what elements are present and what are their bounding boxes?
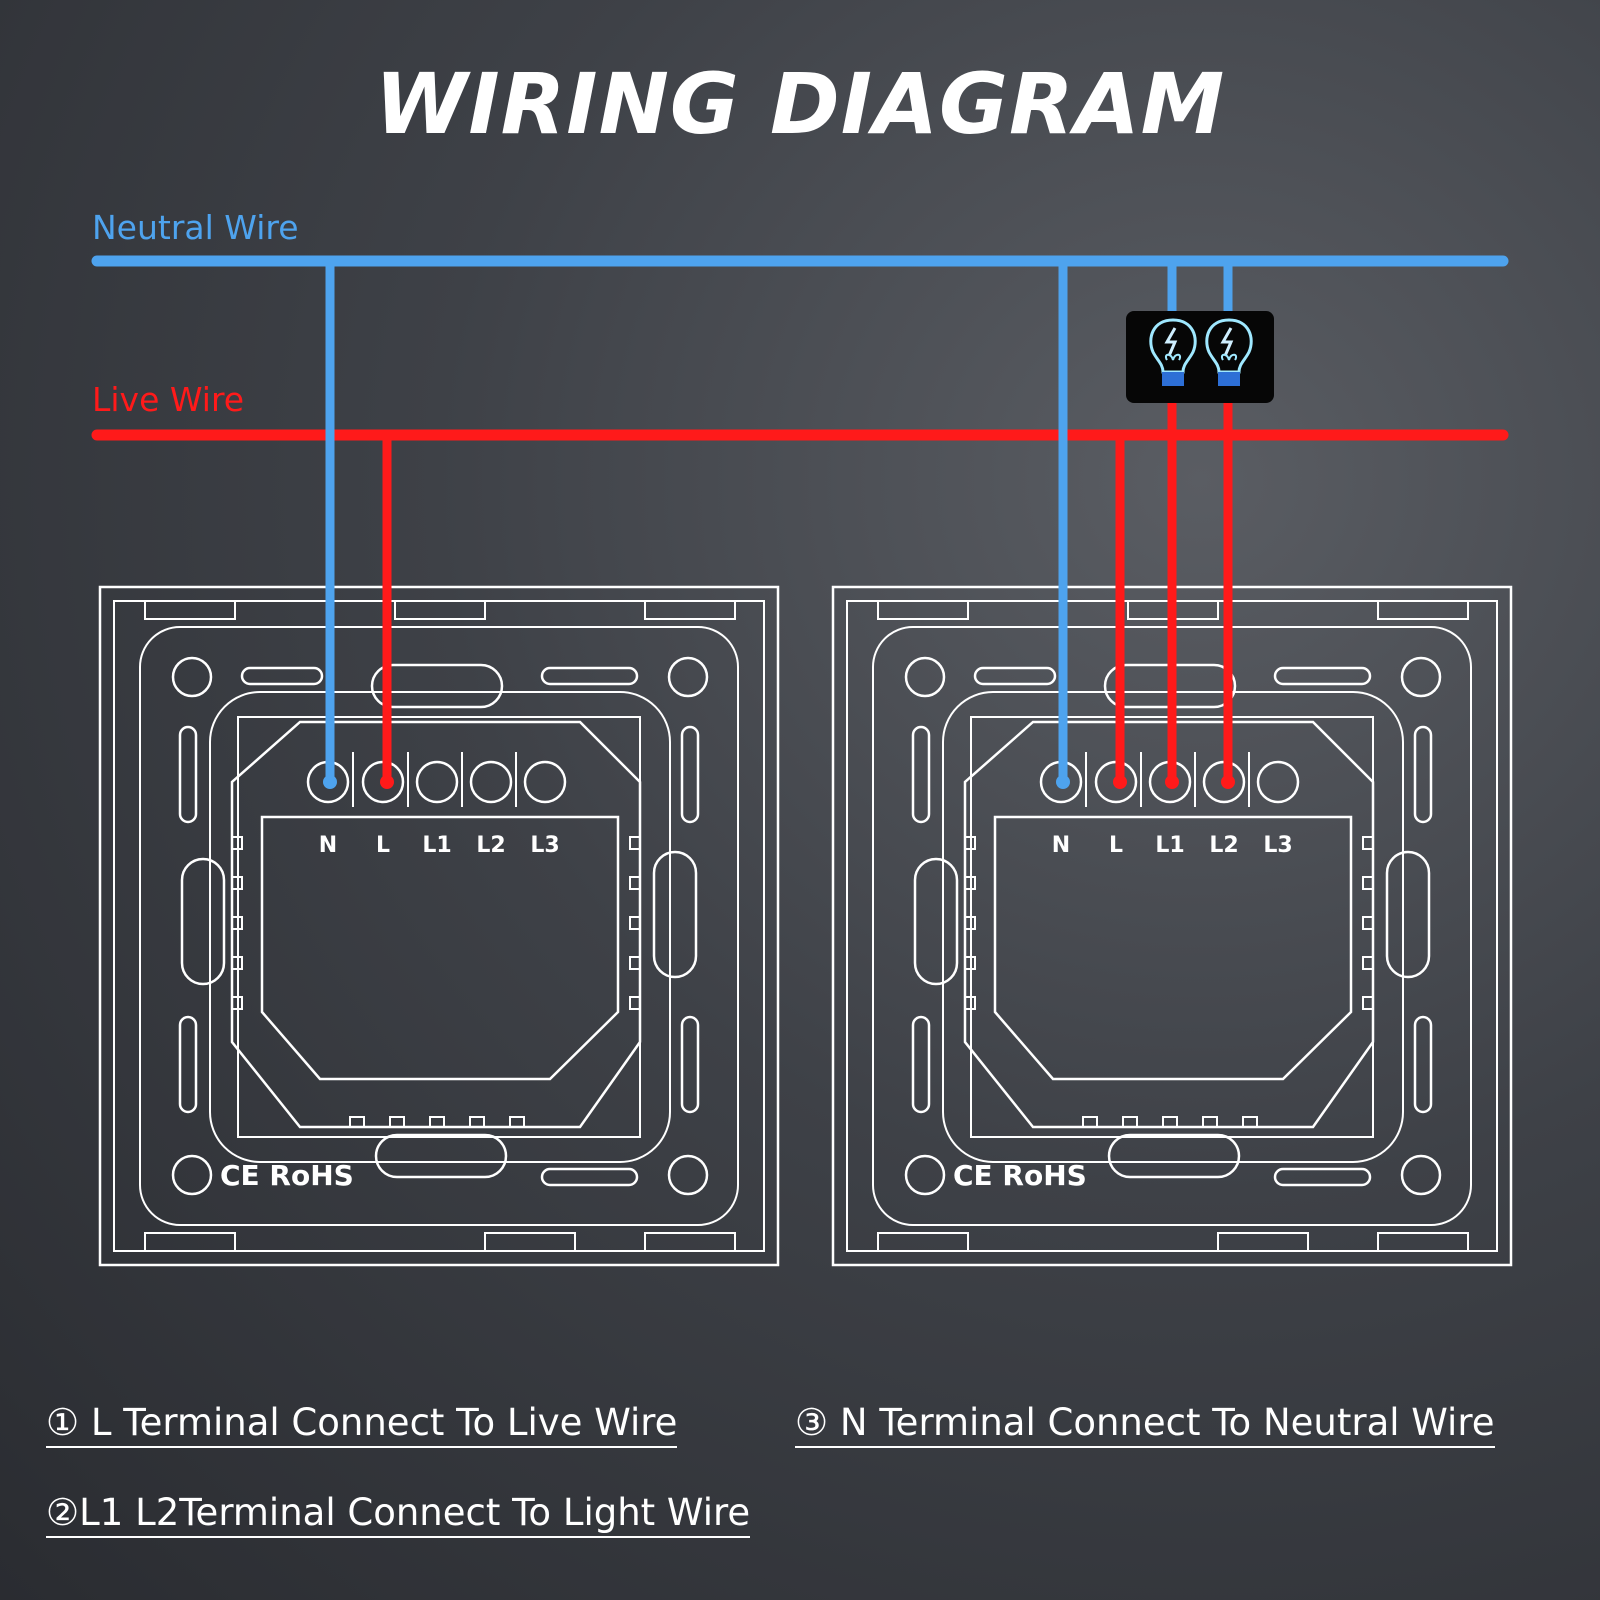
terminal-label: N bbox=[1052, 833, 1070, 858]
terminal-label: L3 bbox=[1263, 833, 1292, 858]
terminal-label: N bbox=[319, 833, 337, 858]
terminal-label: L2 bbox=[476, 833, 505, 858]
terminal-label: L bbox=[376, 833, 390, 858]
bulb-box bbox=[1126, 311, 1274, 403]
terminal-label: L bbox=[1109, 833, 1123, 858]
terminal-label: L2 bbox=[1209, 833, 1238, 858]
terminal-label: L1 bbox=[1155, 833, 1184, 858]
live-wire-label: Live Wire bbox=[92, 380, 245, 419]
note-l-terminal: ① L Terminal Connect To Live Wire bbox=[46, 1400, 678, 1448]
terminal-label: L1 bbox=[422, 833, 451, 858]
note-n-terminal: ③ N Terminal Connect To Neutral Wire bbox=[795, 1400, 1495, 1448]
terminal-labels-right: N L L1 L2 L3 bbox=[1052, 833, 1293, 858]
note-l1-l2-terminal: ②L1 L2Terminal Connect To Light Wire bbox=[46, 1490, 751, 1538]
page-title: WIRING DIAGRAM bbox=[374, 55, 1226, 153]
neutral-wire-label: Neutral Wire bbox=[92, 208, 299, 247]
switch-panel-left bbox=[98, 585, 780, 1267]
terminal-labels-left: N L L1 L2 L3 bbox=[319, 833, 560, 858]
terminal-label: L3 bbox=[530, 833, 559, 858]
cert-marks: CE RoHS bbox=[953, 1159, 1087, 1192]
cert-marks: CE RoHS bbox=[220, 1159, 354, 1192]
